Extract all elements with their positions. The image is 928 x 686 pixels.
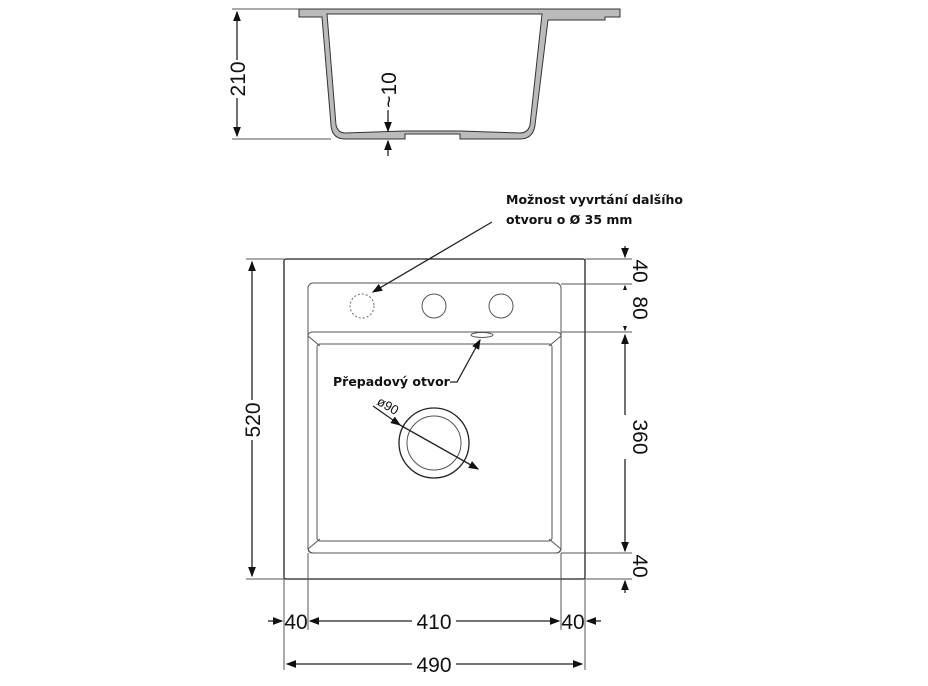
sink-outline: [283, 258, 586, 580]
section-view: 210 ~10: [225, 8, 621, 156]
thickness-label: ~10: [378, 72, 401, 108]
tap-hole: [488, 293, 514, 319]
total-width-label: 490: [416, 654, 451, 677]
dim-bottom-margin: 40: [628, 554, 651, 577]
plan-view: ø90 Možnost vyvrtání dalšího otvoru o Ø …: [240, 192, 683, 677]
sink-section-profile: [298, 8, 621, 140]
drill-note-line1: Možnost vyvrtání dalšího: [506, 192, 683, 207]
drain-diameter-label: ø90: [375, 394, 402, 418]
dim-bowl-width: 410: [416, 611, 451, 634]
drill-note-line2: otvoru o Ø 35 mm: [506, 212, 632, 227]
dim-left-margin: 40: [284, 611, 307, 634]
drain-outer: [398, 407, 470, 479]
dim-tap-deck: 80: [628, 296, 651, 319]
optional-tap-hole: [349, 293, 375, 319]
bowl-inner: [316, 343, 553, 542]
overflow-note: Přepadový otvor: [333, 374, 451, 389]
dim-top-margin: 40: [628, 259, 651, 282]
drain-inner: [406, 415, 462, 471]
dim-bowl-length: 360: [628, 419, 651, 454]
bowl-outer: [307, 331, 562, 554]
tap-hole: [421, 293, 447, 319]
height-label: 520: [242, 402, 265, 437]
dim-right-margin: 40: [561, 611, 584, 634]
section-height-label: 210: [227, 61, 250, 96]
overflow-slot: [470, 332, 494, 338]
deck-outline: [307, 282, 562, 554]
